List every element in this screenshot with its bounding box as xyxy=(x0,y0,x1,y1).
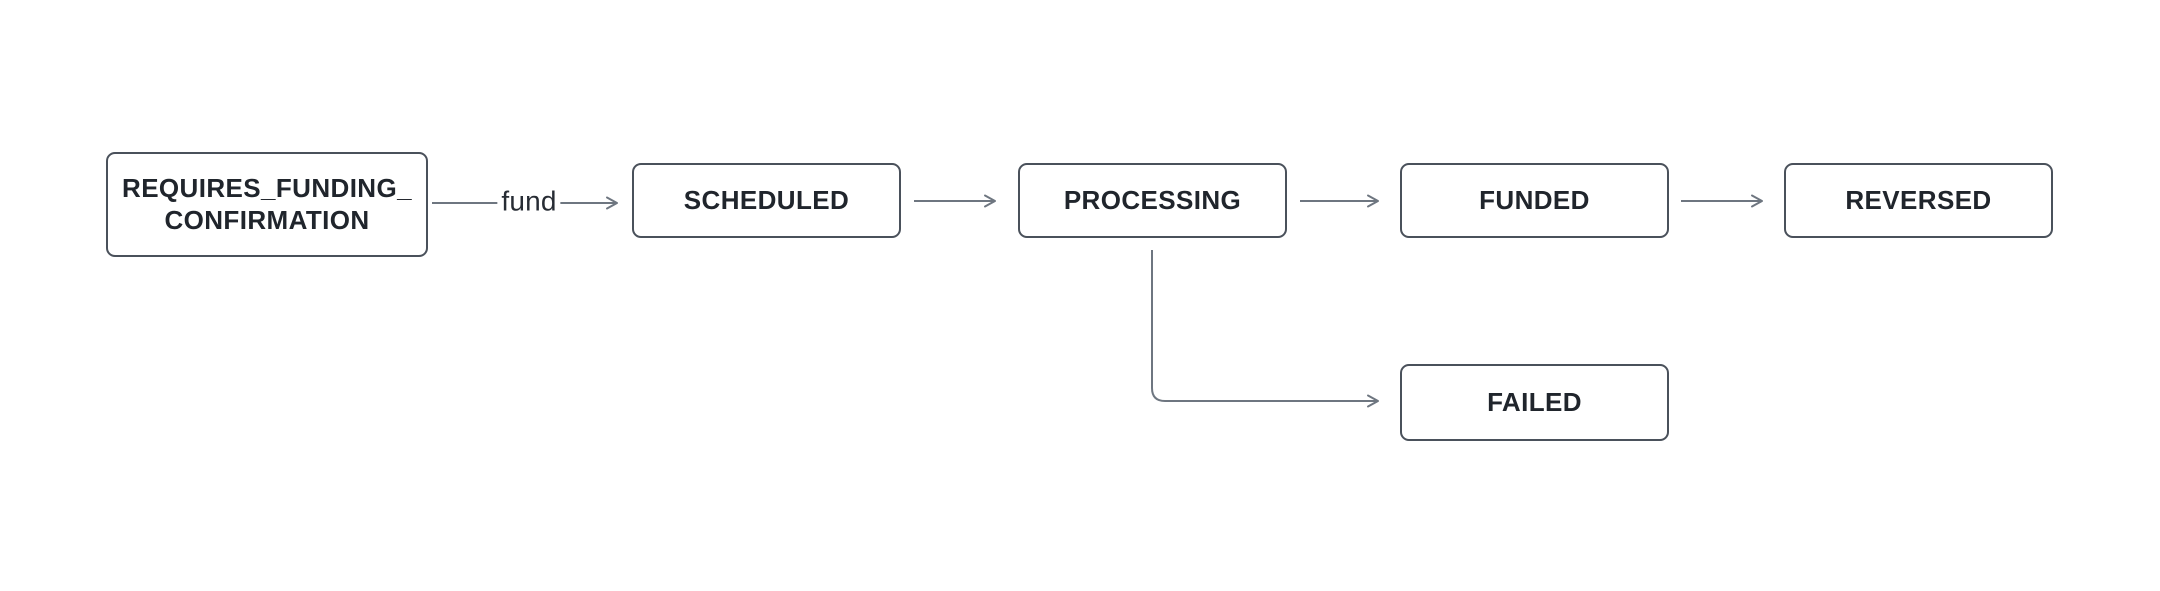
node-funded: FUNDED xyxy=(1400,163,1669,238)
edge-processing-to-failed xyxy=(1151,250,1379,408)
node-scheduled: SCHEDULED xyxy=(632,163,901,238)
node-label: REQUIRES_FUNDING_ CONFIRMATION xyxy=(122,172,412,235)
node-failed: FAILED xyxy=(1400,364,1669,441)
edge-label-fund: fund xyxy=(497,185,561,218)
node-requires-funding-confirmation: REQUIRES_FUNDING_ CONFIRMATION xyxy=(106,152,428,257)
node-reversed: REVERSED xyxy=(1784,163,2053,238)
node-processing: PROCESSING xyxy=(1018,163,1287,238)
node-label: SCHEDULED xyxy=(683,184,850,215)
node-label: FAILED xyxy=(1487,386,1582,417)
node-label: PROCESSING xyxy=(1063,184,1242,215)
node-label: FUNDED xyxy=(1479,184,1590,215)
node-label: REVERSED xyxy=(1845,184,1992,215)
